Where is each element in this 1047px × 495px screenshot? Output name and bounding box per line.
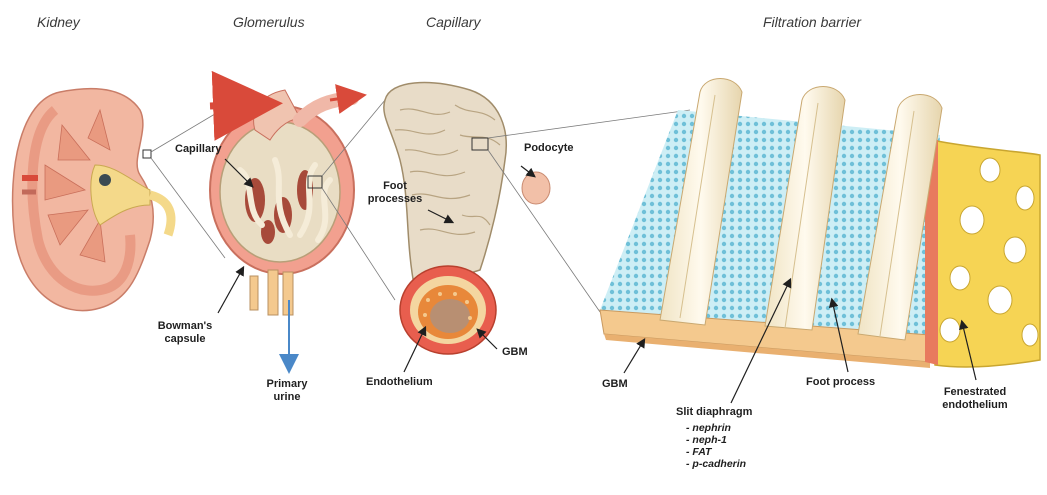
label-endothelium: Endothelium (366, 376, 433, 389)
label-primary-urine: Primary urine (252, 378, 322, 404)
slit-diaphragm-component: - FAT (686, 446, 746, 458)
kidney-illustration (13, 89, 171, 311)
label-foot-processes: Foot processes (360, 180, 430, 206)
heading-filtration-barrier: Filtration barrier (763, 14, 861, 30)
label-capillary: Capillary (175, 143, 221, 156)
label-bowmans-capsule: Bowman's capsule (145, 320, 225, 346)
label-fenestrated-endothelium: Fenestrated endothelium (930, 386, 1020, 412)
heading-kidney: Kidney (37, 14, 80, 30)
slit-diaphragm-component: - p-cadherin (686, 458, 746, 470)
label-slit-diaphragm: Slit diaphragm (676, 406, 752, 419)
capillary-illustration (384, 83, 550, 354)
label-gbm-capillary: GBM (502, 346, 528, 359)
label-gbm-barrier: GBM (602, 378, 628, 391)
heading-glomerulus: Glomerulus (233, 14, 305, 30)
filtration-barrier-illustration (600, 79, 1040, 369)
label-foot-process: Foot process (806, 376, 875, 389)
slit-diaphragm-component: - neph-1 (686, 434, 746, 446)
label-podocyte: Podocyte (524, 142, 574, 155)
glomerulus-illustration (210, 90, 358, 368)
heading-capillary: Capillary (426, 14, 480, 30)
slit-diaphragm-component: - nephrin (686, 422, 746, 434)
slit-diaphragm-components: - nephrin- neph-1- FAT- p-cadherin (686, 422, 746, 470)
